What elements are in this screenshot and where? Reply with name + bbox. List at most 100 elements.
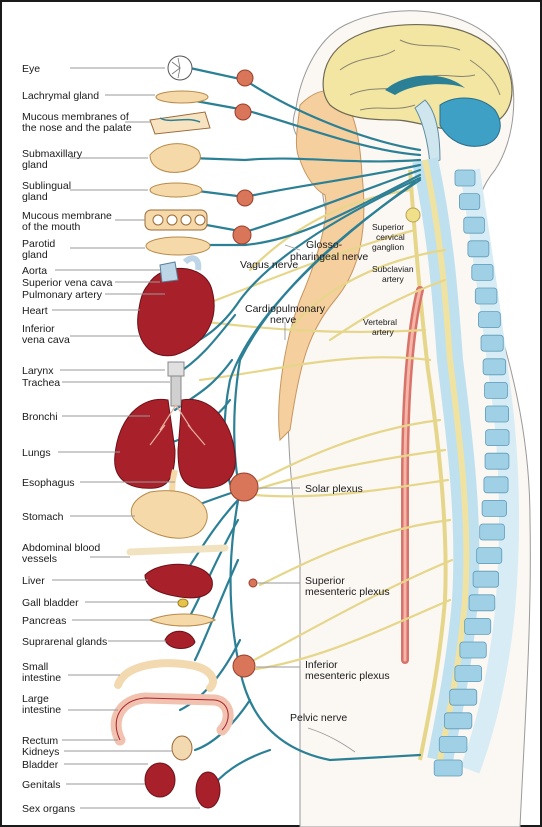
- sympathetic-trunk: [408, 169, 448, 761]
- vertebra: [479, 523, 505, 541]
- label-bronchi: Bronchi: [22, 411, 58, 423]
- label-pancreas: Pancreas: [22, 615, 66, 627]
- vertebra: [481, 499, 507, 517]
- center-labels: Glosso- pharingeal nerve Vagus nerve Car…: [240, 239, 390, 724]
- label-esophagus: Esophagus: [22, 477, 75, 489]
- organ-abdominal-vessels: [126, 544, 229, 556]
- vertebra: [472, 570, 499, 588]
- organ-bladder: [144, 762, 176, 798]
- label-sublingual-line2: gland: [22, 191, 48, 203]
- organ-parotid-gland: [145, 236, 211, 256]
- label-suprarenal-glands: Suprarenal glands: [22, 636, 107, 648]
- organ-mouth-mucosa: [144, 209, 208, 231]
- label-submaxillary-line2: gland: [22, 159, 48, 171]
- organ-kidneys: [171, 735, 193, 761]
- vertebra: [454, 169, 476, 187]
- label-vertebral-line2: artery: [372, 327, 394, 337]
- organ-liver: [144, 563, 213, 599]
- label-scg-line1: Superior: [372, 222, 404, 232]
- label-subclavian-line1: Subclavian: [372, 264, 414, 274]
- organ-small-intestine: [114, 659, 218, 692]
- organ-eye: [167, 55, 193, 81]
- label-larynx: Larynx: [22, 365, 54, 377]
- pterygopalatine-ganglion: [234, 103, 252, 121]
- label-abdominal-vessels-line2: vessels: [22, 553, 57, 565]
- aorta-vessel-highlight: [403, 288, 422, 662]
- vertebra: [454, 665, 482, 682]
- label-parotid-line2: gland: [22, 249, 48, 261]
- superior-cervical-ganglion-node: [405, 207, 421, 223]
- label-vagus-nerve: Vagus nerve: [240, 259, 298, 271]
- label-bladder: Bladder: [22, 759, 59, 771]
- label-lachrymal-gland: Lachrymal gland: [22, 90, 99, 102]
- label-vertebral-line1: Vertebral: [363, 317, 397, 327]
- label-cardiopulmonary-line1: Cardiopulmonary: [245, 303, 326, 315]
- label-gall-bladder: Gall bladder: [22, 597, 79, 609]
- label-superior-mesenteric-line2: mesenteric plexus: [305, 586, 390, 598]
- vertebra: [438, 736, 468, 753]
- brain-folds: [339, 39, 501, 111]
- label-lungs: Lungs: [22, 447, 51, 459]
- vertebra: [471, 263, 494, 281]
- organ-sublingual-gland: [149, 182, 203, 198]
- label-parotid-line1: Parotid: [22, 238, 55, 250]
- vertebra: [449, 688, 478, 706]
- label-subclavian-line2: artery: [382, 274, 404, 284]
- label-trachea: Trachea: [22, 377, 60, 389]
- organ-large-intestine-outline: [115, 697, 229, 741]
- label-mucous-nose-line2: the nose and the palate: [22, 122, 132, 134]
- organ-large-intestine: [110, 692, 234, 746]
- vertebra: [484, 381, 508, 399]
- label-sublingual-line1: Sublingual: [22, 180, 71, 192]
- vertebra: [485, 429, 510, 447]
- vertebra: [463, 216, 485, 234]
- organ-heart: [137, 255, 215, 357]
- submandibular-ganglion: [236, 189, 254, 207]
- label-cardiopulmonary-line2: nerve: [270, 314, 296, 326]
- corpus-callosum: [385, 75, 465, 95]
- label-aorta: Aorta: [22, 265, 47, 277]
- vertebra: [459, 193, 481, 211]
- face-skin: [278, 90, 365, 442]
- label-scg-line2: cervical: [376, 232, 405, 242]
- organ-nasal-mucosa: [149, 111, 211, 135]
- label-stomach: Stomach: [22, 511, 64, 523]
- label-abdominal-vessels-line1: Abdominal blood: [22, 542, 100, 554]
- label-mouth-line2: of the mouth: [22, 221, 81, 233]
- vertebra: [433, 759, 463, 777]
- right-labels: Superior cervical ganglion Subclavian ar…: [363, 222, 414, 337]
- label-rectum: Rectum: [22, 735, 58, 747]
- label-small-intestine-line1: Small: [22, 661, 48, 673]
- label-mouth-line1: Mucous membrane: [22, 210, 112, 222]
- label-solar-plexus: Solar plexus: [305, 483, 363, 495]
- organ-suprarenal-glands: [164, 630, 196, 649]
- solar-plexus-node: [229, 472, 259, 502]
- vertebra: [482, 358, 507, 376]
- vertebra: [464, 618, 492, 635]
- cerebellum: [439, 97, 501, 147]
- organ-submaxillary-gland: [149, 143, 201, 173]
- label-small-intestine-line2: intestine: [22, 672, 61, 684]
- label-large-intestine-line1: Large: [22, 693, 49, 705]
- label-pulmonary-artery: Pulmonary artery: [22, 289, 103, 301]
- label-sex-organs: Sex organs: [22, 803, 75, 815]
- superior-mesenteric-node: [248, 578, 258, 588]
- label-scg-line3: ganglion: [372, 242, 404, 252]
- organ-lachrymal-gland: [155, 90, 209, 104]
- organ-trachea: [170, 375, 182, 407]
- left-labels: Eye Lachrymal gland Mucous membranes of …: [22, 63, 132, 815]
- organ-gall-bladder: [177, 598, 189, 608]
- ciliary-ganglion: [236, 69, 254, 87]
- otic-ganglion: [232, 225, 252, 245]
- vertebra: [480, 334, 504, 352]
- vertebra: [444, 712, 473, 730]
- organ-sex-organs: [195, 771, 221, 809]
- label-kidneys: Kidneys: [22, 746, 59, 758]
- label-heart: Heart: [22, 305, 48, 317]
- organ-stomach: [130, 490, 208, 539]
- inferior-mesenteric-node: [232, 654, 256, 678]
- label-inferior-mesenteric-line2: mesenteric plexus: [305, 670, 390, 682]
